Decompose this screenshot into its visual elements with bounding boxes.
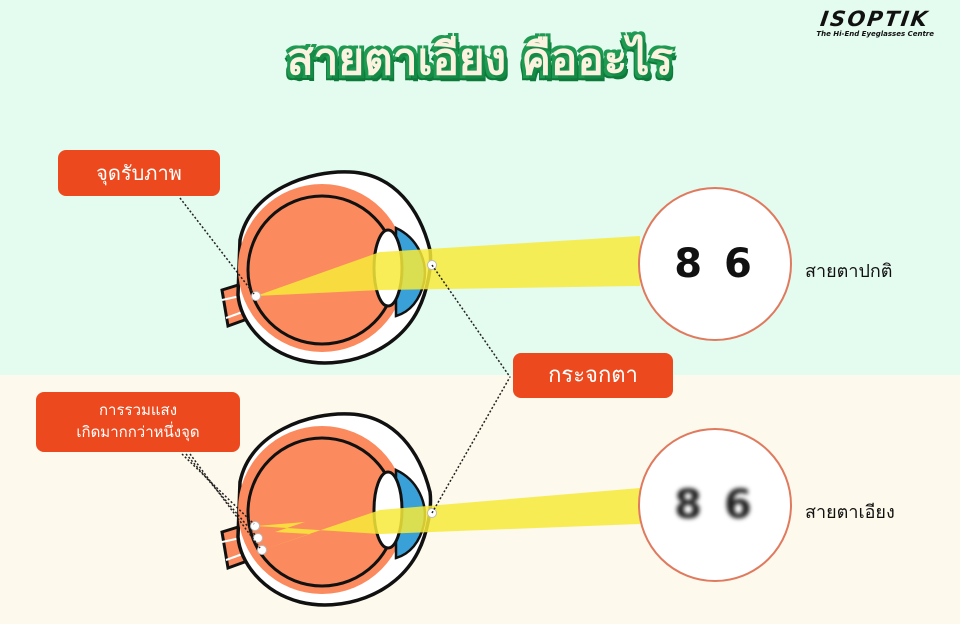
eye-normal — [220, 170, 640, 365]
page-title: สายตาเอียง คืออะไร — [0, 30, 960, 90]
cornea-label: กระจกตา — [513, 353, 673, 398]
multi-focus-label-line1: การรวมแสง — [98, 401, 178, 419]
logo-tagline: The Hi-End Eyeglasses Centre — [816, 30, 934, 38]
retina-label: จุดรับภาพ — [58, 150, 220, 196]
leader-lines — [179, 197, 511, 549]
isoptik-logo: ISOPTIK The Hi-End Eyeglasses Centre — [816, 7, 934, 39]
caption-normal: สายตาปกติ — [805, 261, 893, 282]
vision-chart-normal-text: 8 6 — [674, 241, 756, 287]
multi-focus-label-line2: เกิดมากกว่าหนึ่งจุด — [76, 423, 200, 441]
page-title-text: สายตาเอียง คืออะไร — [286, 34, 674, 85]
vision-chart-normal: 8 6 — [638, 187, 792, 341]
vision-chart-astigmatism-text: 8 6 — [674, 482, 756, 528]
caption-astigmatism: สายตาเอียง — [805, 502, 895, 523]
logo-name: ISOPTIK — [819, 7, 932, 31]
vision-chart-astigmatism: 8 6 — [638, 428, 792, 582]
multi-focus-label: การรวมแสง เกิดมากกว่าหนึ่งจุด — [36, 392, 240, 452]
eye-astigmatism — [220, 412, 640, 607]
